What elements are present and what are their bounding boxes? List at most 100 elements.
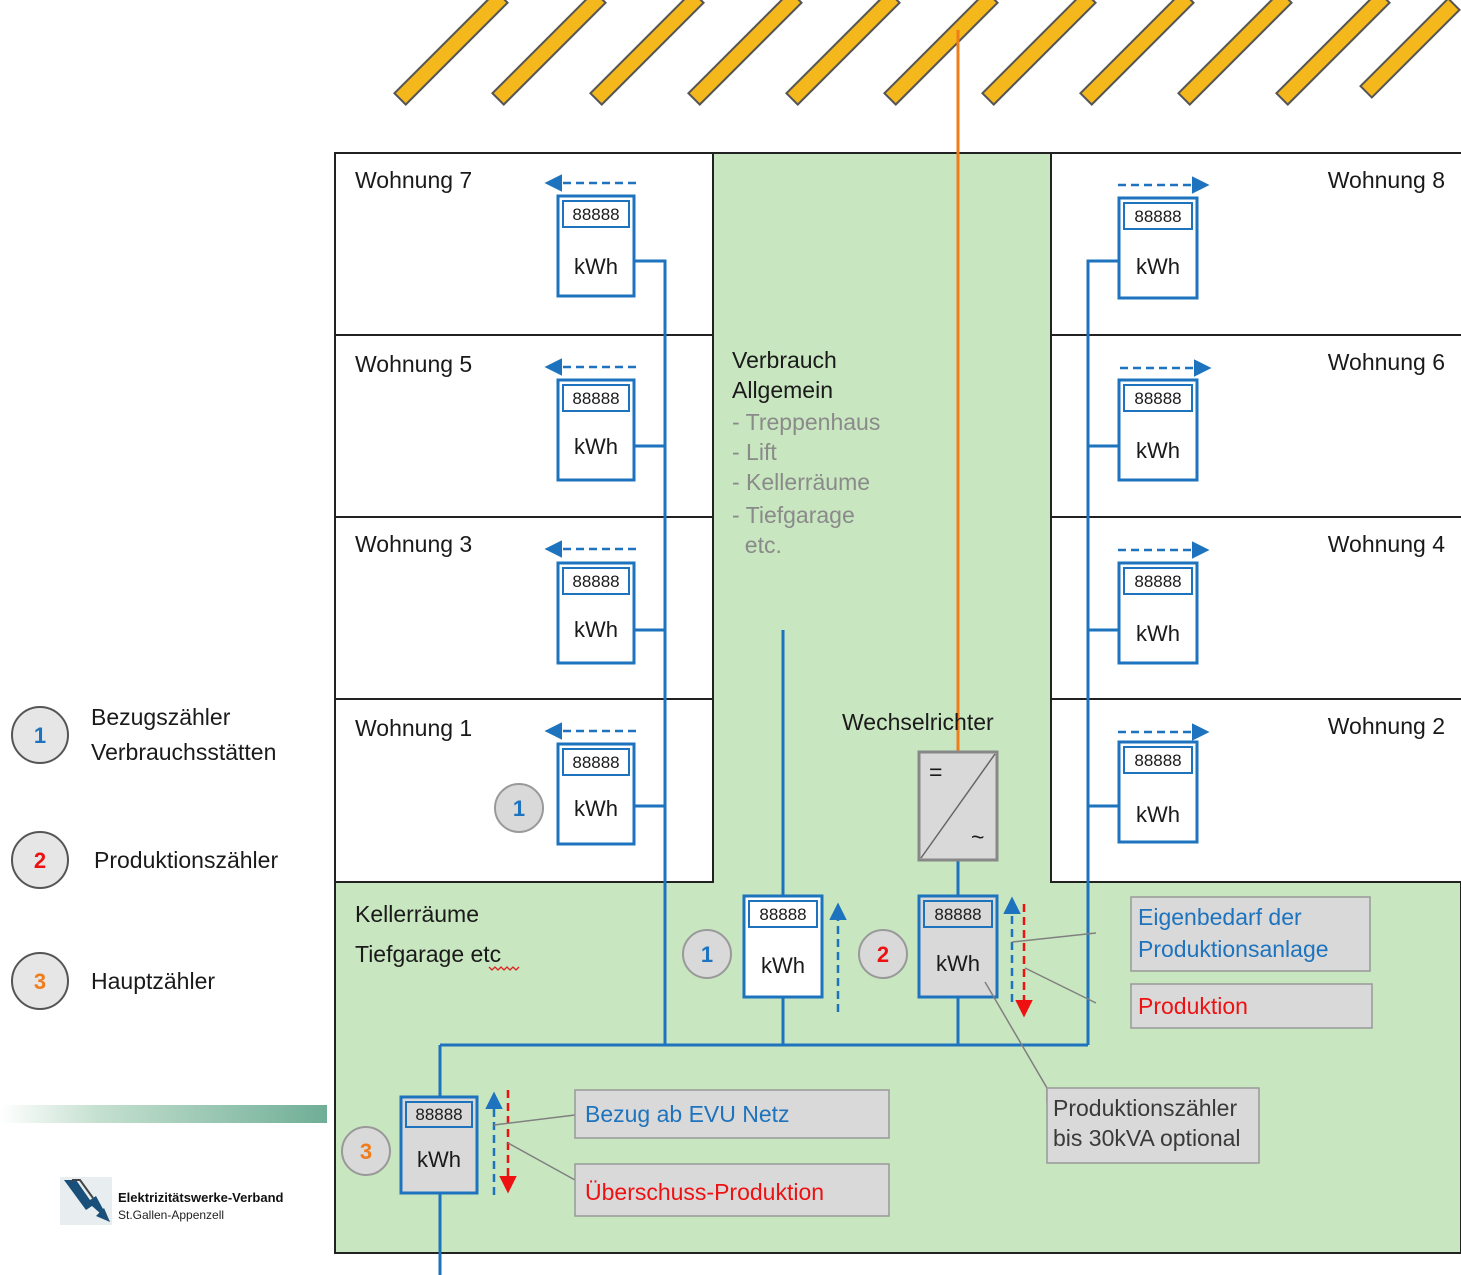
solar-panel-icon — [1079, 0, 1195, 106]
meter-production: 88888 kWh — [917, 894, 999, 999]
svg-text:Bezugszähler: Bezugszähler — [91, 704, 231, 730]
svg-text:kWh: kWh — [574, 434, 618, 459]
svg-text:kWh: kWh — [574, 254, 618, 279]
svg-text:kWh: kWh — [574, 796, 618, 821]
svg-text:Produktionszähler: Produktionszähler — [1053, 1095, 1237, 1121]
apartment-3-box — [334, 516, 714, 700]
meter-apartment-6: 88888 kWh — [1117, 378, 1199, 482]
apartment-2-label: Wohnung 2 — [1328, 713, 1445, 739]
meter-apartment-2: 88888 kWh — [1117, 740, 1199, 844]
spellcheck-underline — [488, 966, 520, 971]
svg-text:1: 1 — [701, 942, 713, 967]
svg-text:Hauptzähler: Hauptzähler — [91, 968, 215, 994]
svg-text:Produktionszähler: Produktionszähler — [94, 847, 278, 873]
meter-common-consumption: 88888 kWh — [742, 894, 824, 999]
decorative-gradient-bar — [0, 1105, 327, 1123]
callout-produktionszaehler-optional: Produktionszähler bis 30kVA optional — [1046, 1087, 1260, 1164]
inverter-dc-symbol: = — [929, 759, 942, 785]
solar-panel-icon — [687, 0, 803, 106]
logo-line-2: St.Gallen-Appenzell — [118, 1208, 224, 1222]
svg-text:Produktion: Produktion — [1138, 993, 1248, 1019]
solar-panel-icon — [1359, 0, 1461, 99]
meter-apartment-4: 88888 kWh — [1117, 561, 1199, 665]
svg-text:bis 30kVA optional: bis 30kVA optional — [1053, 1125, 1241, 1151]
inverter-label: Wechselrichter — [842, 709, 994, 735]
solar-panel-icon — [491, 0, 607, 106]
svg-text:2: 2 — [877, 942, 889, 967]
svg-text:1: 1 — [513, 796, 525, 821]
badge-production-meter: 2 — [858, 929, 908, 979]
svg-text:88888: 88888 — [1134, 207, 1181, 226]
svg-text:88888: 88888 — [415, 1105, 462, 1124]
common-item-lift: - Lift — [732, 439, 777, 465]
svg-text:Bezug ab EVU Netz: Bezug ab EVU Netz — [585, 1101, 790, 1127]
basement-label-2: Tiefgarage etc — [355, 941, 501, 967]
common-item-stairwell: - Treppenhaus — [732, 409, 880, 435]
svg-text:88888: 88888 — [572, 389, 619, 408]
solar-panel-icon — [1275, 0, 1391, 106]
legend-item-1: 1 Bezugszähler Verbrauchsstätten — [11, 704, 276, 765]
callout-eigenbedarf: Eigenbedarf der Produktionsanlage — [1130, 896, 1371, 972]
svg-text:88888: 88888 — [1134, 751, 1181, 770]
svg-text:1: 1 — [34, 723, 46, 748]
svg-text:Verbrauchsstätten: Verbrauchsstätten — [91, 739, 276, 765]
svg-text:88888: 88888 — [572, 572, 619, 591]
wiring-blue — [438, 259, 1119, 1275]
svg-text:Eigenbedarf der: Eigenbedarf der — [1138, 904, 1302, 930]
meter-apartment-3: 88888 kWh — [556, 561, 636, 665]
solar-panel-icon — [785, 0, 901, 106]
svg-text:Produktionsanlage: Produktionsanlage — [1138, 936, 1329, 962]
common-consumption-title-1: Verbrauch — [732, 347, 837, 373]
meter-apartment-7: 88888 kWh — [556, 194, 636, 298]
logo-line-1: Elektrizitätswerke-Verband — [118, 1190, 284, 1205]
solar-panel-icon — [393, 0, 509, 106]
svg-text:kWh: kWh — [1136, 802, 1180, 827]
meter-apartment-5: 88888 kWh — [556, 378, 636, 482]
badge-consumption-meter-common: 1 — [682, 929, 732, 979]
solar-panel-icon — [589, 0, 705, 106]
callout-ueberschuss: Überschuss-Produktion — [574, 1163, 890, 1217]
svg-text:kWh: kWh — [1136, 254, 1180, 279]
common-item-cellar: - Kellerräume — [732, 469, 870, 495]
apartment-5-label: Wohnung 5 — [355, 351, 472, 377]
svg-text:2: 2 — [34, 848, 46, 873]
callout-bezug-evu: Bezug ab EVU Netz — [574, 1089, 890, 1139]
legend: 1 Bezugszähler Verbrauchsstätten 2 Produ… — [11, 704, 278, 1010]
solar-panel-icon — [1177, 0, 1293, 106]
svg-text:kWh: kWh — [1136, 438, 1180, 463]
apartment-4-label: Wohnung 4 — [1328, 531, 1445, 557]
svg-text:kWh: kWh — [417, 1147, 461, 1172]
svg-text:Überschuss-Produktion: Überschuss-Produktion — [585, 1179, 824, 1205]
svg-text:88888: 88888 — [934, 905, 981, 924]
svg-text:3: 3 — [34, 969, 46, 994]
svg-text:88888: 88888 — [1134, 572, 1181, 591]
callout-produktion: Produktion — [1130, 983, 1373, 1029]
svg-text:kWh: kWh — [574, 617, 618, 642]
meter-main: 88888 kWh — [399, 1095, 479, 1195]
flow-arrows — [485, 174, 1212, 1195]
badge-main-meter: 3 — [341, 1126, 391, 1176]
common-consumption-title-2: Allgemein — [732, 377, 833, 403]
svg-text:88888: 88888 — [572, 205, 619, 224]
svg-text:kWh: kWh — [1136, 621, 1180, 646]
company-logo: Elektrizitätswerke-Verband St.Gallen-App… — [60, 1177, 284, 1225]
solar-panel-icon — [981, 0, 1097, 106]
inverter-ac-symbol: ~ — [971, 824, 984, 850]
svg-text:88888: 88888 — [759, 905, 806, 924]
apartment-8-label: Wohnung 8 — [1328, 167, 1445, 193]
common-item-garage: - Tiefgarage — [732, 502, 855, 528]
common-item-etc: etc. — [732, 532, 782, 558]
solar-panel-array — [393, 0, 1461, 106]
svg-text:88888: 88888 — [1134, 389, 1181, 408]
apartment-5-box — [334, 334, 714, 518]
basement-label-1: Kellerräume — [355, 901, 479, 927]
meter-apartment-8: 88888 kWh — [1117, 196, 1199, 300]
meter-apartment-1: 88888 kWh — [556, 742, 636, 846]
svg-text:3: 3 — [360, 1139, 372, 1164]
svg-text:kWh: kWh — [761, 953, 805, 978]
badge-consumption-meter-apartment: 1 — [494, 783, 544, 833]
apartment-1-label: Wohnung 1 — [355, 715, 472, 741]
svg-text:88888: 88888 — [572, 753, 619, 772]
legend-item-3: 3 Hauptzähler — [11, 952, 215, 1010]
apartment-7-label: Wohnung 7 — [355, 167, 472, 193]
